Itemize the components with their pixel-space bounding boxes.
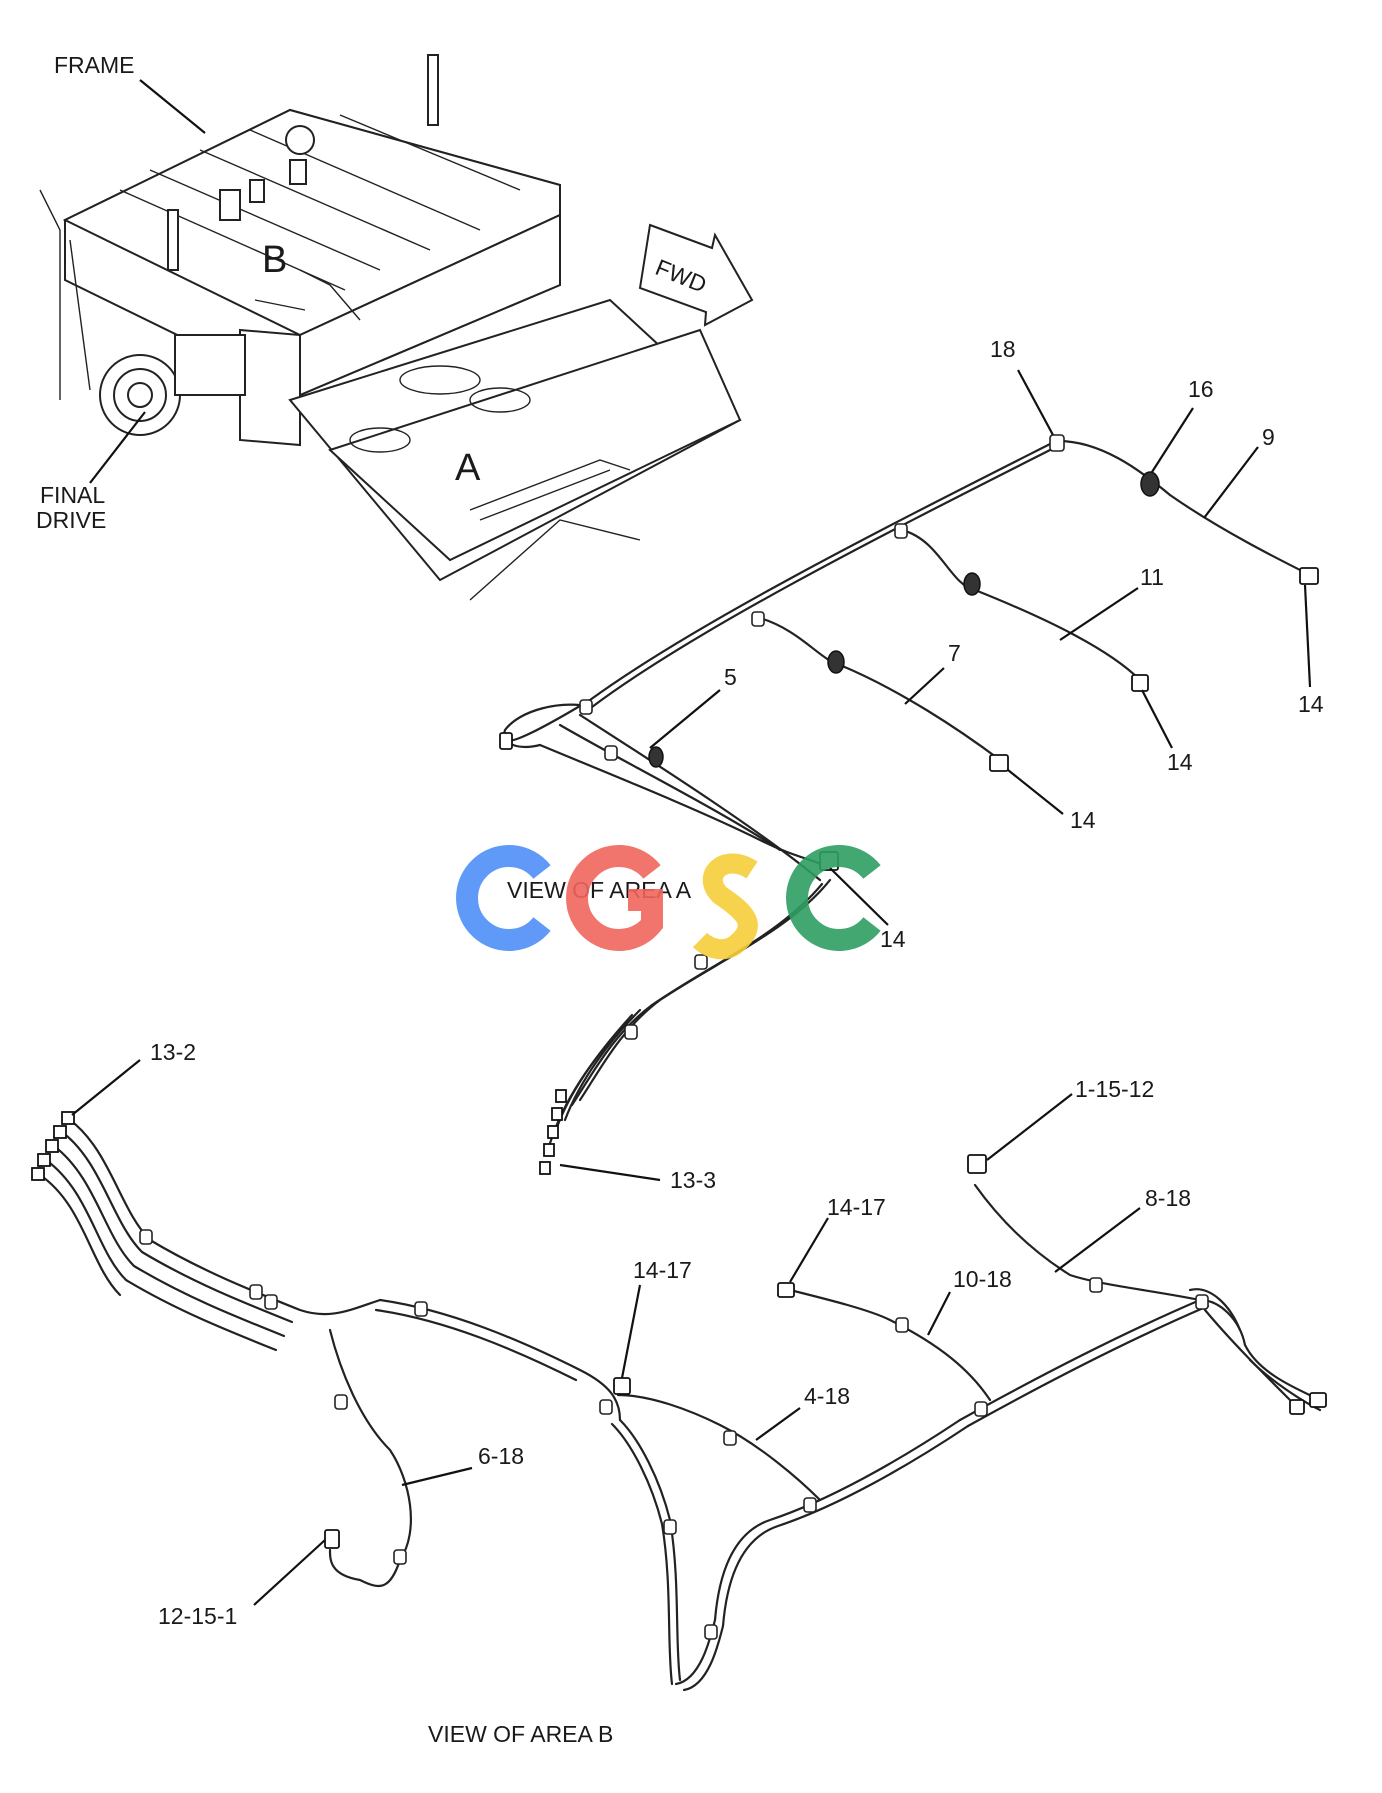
final-drive-leader (89, 411, 146, 484)
callout-14-center: 14 (880, 926, 906, 952)
callouts-area-a: 18 16 9 11 14 7 14 5 14 14 13-3 (559, 336, 1324, 1193)
callout-14-right: 14 (1298, 691, 1324, 717)
area-b-marker: B (262, 239, 287, 281)
callout-5: 5 (724, 664, 737, 690)
callout-10-18: 10-18 (953, 1266, 1012, 1292)
view-area-a-caption: VIEW OF AREA A (507, 877, 692, 903)
callout-4-18: 4-18 (804, 1383, 850, 1409)
callouts-area-b: 13-2 1-15-12 8-18 14-17 10-18 14-17 4-18… (71, 1039, 1191, 1629)
connector-bank-13-3 (539, 1089, 567, 1175)
callout-7: 7 (948, 640, 961, 666)
area-a-marker: A (455, 447, 481, 489)
callout-6-18: 6-18 (478, 1443, 524, 1469)
frame-label: FRAME (54, 52, 135, 78)
callout-14-17-right: 14-17 (827, 1194, 886, 1220)
machine-frame-illustration: B A (39, 54, 742, 601)
harness-area-a (499, 434, 1319, 1175)
callout-16: 16 (1188, 376, 1214, 402)
frame-leader (139, 79, 206, 134)
callout-14-mid: 14 (1167, 749, 1193, 775)
final-drive-label-line2: DRIVE (36, 507, 106, 533)
watermark-logo (456, 845, 881, 960)
forward-arrow-icon: FWD (638, 223, 754, 327)
callout-13-2: 13-2 (150, 1039, 196, 1065)
connector-bank-13-2 (31, 1111, 75, 1181)
final-drive-gear (99, 334, 246, 436)
callout-8-18: 8-18 (1145, 1185, 1191, 1211)
callout-11: 11 (1140, 564, 1164, 590)
final-drive-label-line1: FINAL (40, 482, 105, 508)
callout-13-3: 13-3 (670, 1167, 716, 1193)
callout-1-15-12: 1-15-12 (1075, 1076, 1154, 1102)
harness-area-b (31, 1111, 1327, 1692)
callout-14-17-left: 14-17 (633, 1257, 692, 1283)
view-area-b-caption: VIEW OF AREA B (428, 1721, 613, 1747)
callout-14-lower: 14 (1070, 807, 1096, 833)
callout-9: 9 (1262, 424, 1275, 450)
callout-18: 18 (990, 336, 1016, 362)
callout-12-15-1: 12-15-1 (158, 1603, 237, 1629)
